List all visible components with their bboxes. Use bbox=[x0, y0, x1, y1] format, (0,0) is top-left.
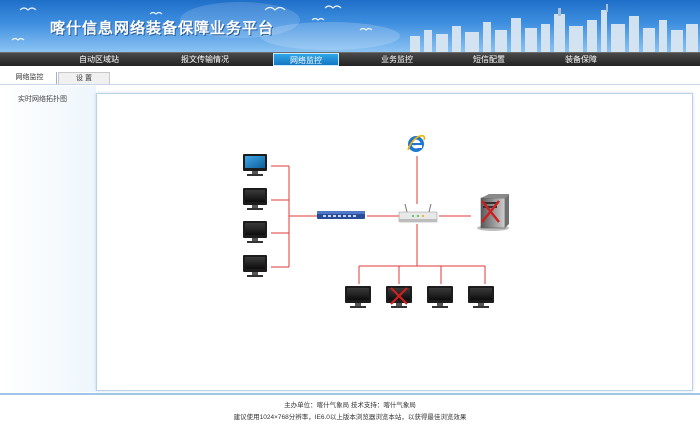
link-lines bbox=[271, 156, 486, 284]
monitor-icon[interactable] bbox=[243, 188, 267, 210]
footer-organizer: 主办单位：喀什气象局 技术支持：喀什气象局 bbox=[284, 402, 416, 409]
tab-bar: 网络监控 设 置 bbox=[0, 70, 700, 85]
nav-item-service-monitor[interactable]: 业务监控 bbox=[381, 55, 413, 64]
city-skyline-decoration bbox=[410, 4, 698, 52]
left-column bbox=[0, 86, 96, 392]
server-icon[interactable] bbox=[477, 194, 509, 231]
nav-item-network-monitor[interactable]: 网络监控 bbox=[273, 53, 339, 66]
nav-item-auto-station[interactable]: 自动区域站 bbox=[79, 55, 119, 64]
nav-item-sms-config[interactable]: 短信配置 bbox=[473, 55, 505, 64]
topology-panel bbox=[96, 93, 693, 391]
app-title: 喀什信息网络装备保障业务平台 bbox=[50, 19, 275, 37]
monitor-icon[interactable] bbox=[386, 286, 412, 308]
birds-decoration bbox=[11, 2, 400, 50]
fault-x-icon bbox=[390, 287, 408, 305]
monitor-icon[interactable] bbox=[345, 286, 371, 308]
monitor-icon[interactable] bbox=[243, 154, 267, 176]
router-icon[interactable] bbox=[398, 203, 438, 223]
nav-item-message-transfer[interactable]: 报文传输情况 bbox=[181, 55, 229, 64]
footer-browser-note: 建议使用1024×768分辨率，IE6.0以上版本浏览器浏览本站，以获得最佳浏览… bbox=[233, 414, 467, 421]
nav-item-equipment-support[interactable]: 装备保障 bbox=[565, 55, 597, 64]
header-banner: 喀什信息网络装备保障业务平台 bbox=[0, 0, 700, 52]
tab-settings[interactable]: 设 置 bbox=[58, 72, 110, 84]
monitor-icon[interactable] bbox=[243, 255, 267, 277]
network-topology-diagram bbox=[243, 134, 509, 308]
monitor-icon[interactable] bbox=[468, 286, 494, 308]
switch-icon[interactable] bbox=[317, 211, 365, 219]
footer-divider bbox=[0, 393, 700, 395]
monitor-icon[interactable] bbox=[243, 221, 267, 243]
ie-icon[interactable] bbox=[407, 134, 426, 152]
fault-x-icon bbox=[481, 200, 500, 223]
tab-network-monitor[interactable]: 网络监控 bbox=[3, 72, 57, 84]
monitor-icon[interactable] bbox=[427, 286, 453, 308]
sidebar-label: 实时网络拓扑图 bbox=[18, 96, 67, 103]
main-nav: 自动区域站 报文传输情况 网络监控 业务监控 短信配置 装备保障 bbox=[0, 52, 700, 66]
